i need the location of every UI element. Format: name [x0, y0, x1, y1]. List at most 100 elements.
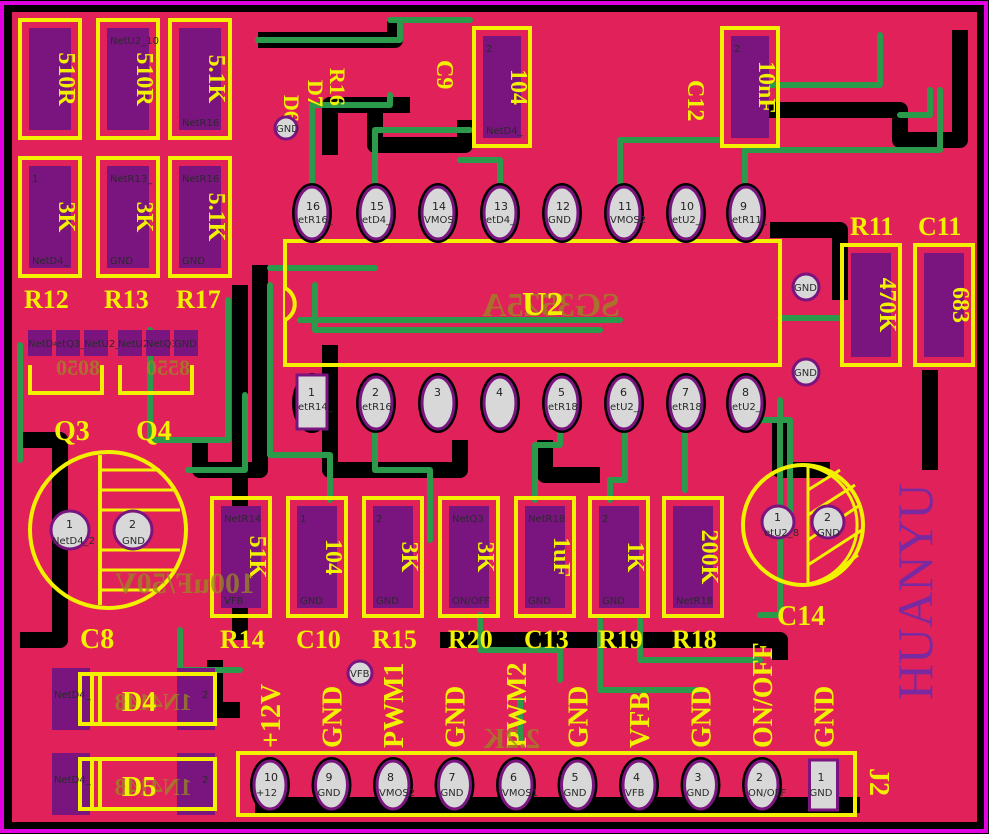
transistor-pin: NetU2_10	[84, 339, 133, 350]
part-c13-ref: C13	[524, 625, 569, 654]
svg-text:NetD4_2: NetD4_2	[52, 536, 95, 547]
j2-label: GND	[687, 686, 718, 748]
j2-outline	[236, 751, 857, 817]
capacitor-c9-outline	[472, 26, 532, 148]
part-c13-pin-top: NetR18	[528, 514, 565, 525]
top-left-part-1: 510R	[18, 18, 82, 140]
transistors: NetD4etQ3_NetU2_108050Q3NetU2_NetQ3_1GND…	[28, 330, 198, 447]
ic-pin-bottom-4: 4	[480, 373, 520, 433]
resistor-r17-ref: R17	[176, 285, 221, 314]
ic-pin-net: etR14_	[298, 402, 334, 413]
via-gnd-1: GND	[273, 115, 299, 141]
part-r20-pin-bottom: ON/OFF	[452, 596, 490, 607]
vias: GND GND GND VFB	[273, 115, 821, 687]
part-r14-pads	[221, 506, 261, 608]
j2-pin-num: 7	[449, 771, 456, 784]
part-c13-pin-bottom: GND	[528, 596, 551, 607]
ic-pin-net: etR11_	[732, 215, 768, 226]
top-left-part-3-value: 5.1K	[203, 55, 229, 104]
j2-pin-num: 4	[633, 771, 640, 784]
capacitor-c9-value: 104	[505, 69, 531, 105]
resistor-r17-pads	[179, 166, 221, 268]
transistor-value: 8050	[56, 355, 100, 380]
part-c11-value: 683	[947, 287, 973, 323]
resistor-r17-outline	[168, 156, 232, 278]
part-c11: 683 C11	[913, 212, 975, 367]
transistor-ref: Q3	[54, 416, 90, 447]
top-left-part-3-pin-bottom: NetR16	[182, 118, 219, 129]
svg-text:1: 1	[66, 518, 73, 531]
resistor-r17-pin-top: NetR16	[182, 174, 219, 185]
ic-pins: 16etR16_15etD4_14VMOS13etD4_12GND11VMOS2…	[292, 183, 768, 433]
resistor-r12-value: 3K	[53, 202, 79, 233]
part-c10-pin-bottom: GND	[300, 596, 323, 607]
j2-ref: J2	[863, 768, 894, 796]
j2-pin-num: 10	[264, 771, 278, 784]
transistor-pin: GND	[174, 339, 197, 350]
part-r14-ref: R14	[220, 625, 265, 654]
j2-label: GND	[810, 686, 841, 748]
top-left-part-1-outline	[18, 18, 82, 140]
top-left-part-1-value: 510R	[53, 52, 79, 106]
part-c11-ref: C11	[918, 212, 961, 241]
j2-pin-num: 5	[572, 771, 579, 784]
transistor-value: 8550	[146, 355, 190, 380]
j2-pin-num: 9	[326, 771, 333, 784]
top-left-part-2-outline	[96, 18, 160, 140]
resistor-r13-value: 3K	[131, 202, 157, 233]
svg-text:VFB: VFB	[350, 669, 370, 680]
ic-pin-num: 3	[434, 386, 441, 399]
part-c11-pads	[924, 253, 964, 357]
c8-pad1	[49, 509, 91, 551]
c8-value-mirrored: 100uF/50V	[115, 567, 255, 600]
ic-pin-net: etD4_	[362, 215, 392, 226]
resistor-r12-pin-top: 1	[32, 174, 38, 185]
transistor-pin: NetQ3_1	[146, 339, 189, 350]
label-r16: R16	[325, 68, 350, 106]
capacitor-c9-pads	[483, 36, 521, 138]
resistor-r13-pads	[107, 166, 149, 268]
part-r20-outline	[438, 496, 500, 618]
part-r20-ref: R20	[448, 625, 493, 654]
top-left-part-2-value: 510R	[131, 52, 157, 106]
diode-ref: D4	[122, 687, 156, 718]
connector-j2: 10+129GND8VMOS27GND6VMOS15GND4VFB3GND2ON…	[236, 642, 894, 817]
part-c10-value: 104	[320, 539, 346, 575]
part-r19-pads	[599, 506, 639, 608]
capacitor-ref: C12	[682, 80, 708, 121]
capacitor-c12-pads	[731, 36, 769, 138]
j2-pin-net: GND	[564, 788, 587, 799]
j2-label: GND	[441, 686, 472, 748]
svg-text:GND: GND	[794, 283, 817, 294]
via-gnd-3: GND	[791, 357, 821, 387]
capacitor-c9-pin-bottom: NetD4_	[486, 126, 524, 137]
part-r15-pin-bottom: GND	[376, 596, 399, 607]
part-r19-ref: R19	[598, 625, 643, 654]
part-r11-pads	[851, 253, 891, 357]
j2-pin-net: GND	[687, 788, 710, 799]
mid-left-resistors: 3K1NetD4_R123KNetR13_GNDR135.1KNetR16GND…	[18, 156, 232, 314]
j2-pin-2: 2ON/OFF	[742, 757, 786, 813]
capacitor-c9-pin-top: 2	[486, 44, 492, 55]
part-r19-outline	[588, 496, 650, 618]
